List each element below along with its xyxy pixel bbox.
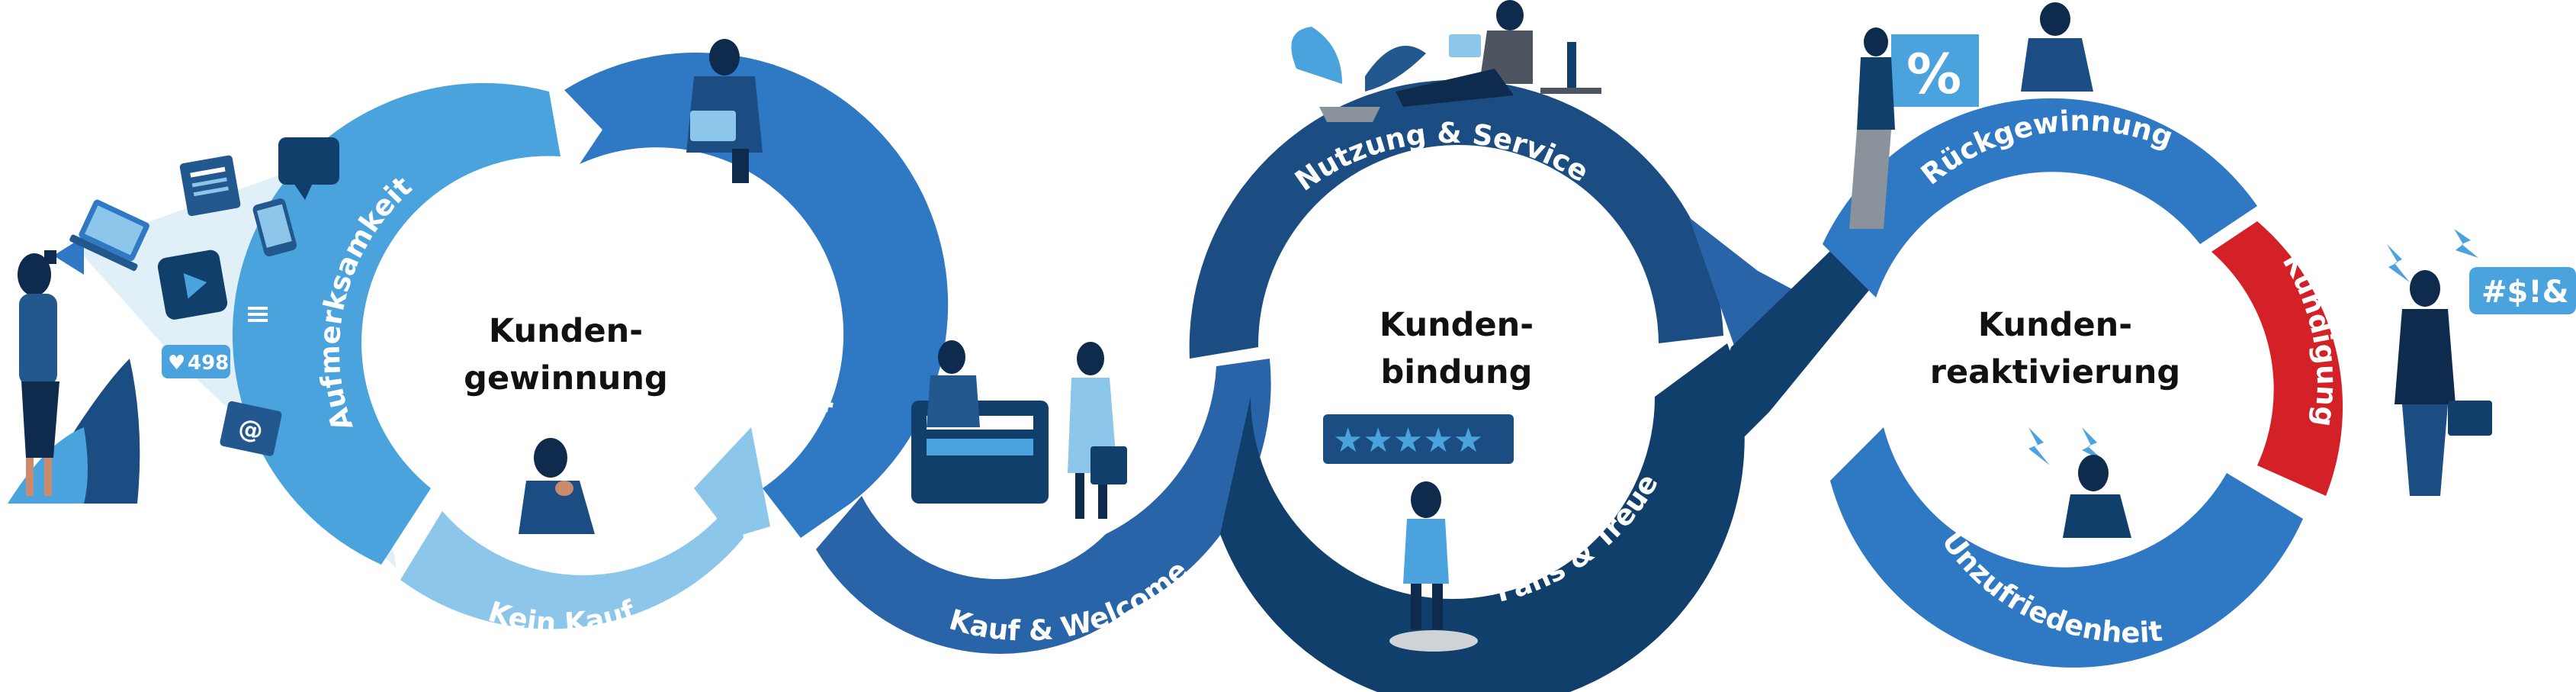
percent-box-icon: % xyxy=(1891,34,1979,107)
like-heart-icon: ♥ xyxy=(168,352,185,375)
newspaper-icon xyxy=(179,155,241,217)
segment-kauf-welcome xyxy=(816,359,1271,654)
segment-nutzung-service xyxy=(1189,79,1723,359)
laptop-icon xyxy=(69,199,149,272)
relaxing-scene xyxy=(1291,0,1601,122)
segment-unzufriedenheit xyxy=(1830,427,2303,668)
list-icon xyxy=(238,295,278,334)
cycle-title-kundenreaktivierung-line1: Kunden- xyxy=(1978,306,2132,344)
chat-bubble-icon xyxy=(278,137,339,200)
segment-kein-kauf xyxy=(400,496,744,629)
segment-rueckgewinnung xyxy=(1823,98,2257,298)
shopping-bag-icon xyxy=(1090,446,1127,484)
potted-plant-icon xyxy=(1291,27,1426,122)
rating-person: ★★★★★ xyxy=(1323,414,1514,652)
person-thinking xyxy=(519,438,595,534)
cycle-title-kundengewinnung-line1: Kunden- xyxy=(489,312,643,350)
segment-fans-treue xyxy=(1220,343,1745,692)
like-badge: ♥ 498 xyxy=(162,345,230,378)
cycle-title-kundengewinnung-line2: gewinnung xyxy=(464,359,668,397)
segment-aufmerksamkeit xyxy=(232,82,560,565)
purchase-scene xyxy=(911,340,1127,519)
cycle-kundengewinnung: Aufmerksamkeit Interesse & Trust Kein Ka… xyxy=(76,52,949,639)
lightning-icon xyxy=(2028,427,2105,465)
segment-kuendigung xyxy=(2211,221,2343,496)
cycle-kundenbindung: Kauf & Welcome Nutzung & Service Fans & … xyxy=(816,79,1891,692)
angry-speech-bubble: #$!& xyxy=(2469,267,2576,314)
email-icon: @ xyxy=(220,401,282,456)
angry-symbols: #$!& xyxy=(2481,275,2568,310)
percent-sign: % xyxy=(1906,42,1961,106)
cycle-kundenreaktivierung: Rückgewinnung Kündigung Unzufriedenheit … xyxy=(1823,98,2343,668)
at-sign: @ xyxy=(236,413,265,446)
rating-stars-icon xyxy=(1323,414,1514,464)
person-megaphone-woman xyxy=(8,237,140,504)
smartphone-icon xyxy=(252,198,297,257)
percent-scene: % xyxy=(1849,2,2093,229)
cycle-title-kundenbindung-line1: Kunden- xyxy=(1380,306,1534,344)
person-laptop-top xyxy=(686,39,763,183)
angry-businessman: #$!& xyxy=(2387,229,2576,496)
segment-kein-kauf-tip xyxy=(694,427,770,538)
stressed-person xyxy=(2028,427,2131,538)
lightning-icon xyxy=(2387,244,2410,282)
megaphone-icon xyxy=(44,237,84,275)
cycle-title-kundenbindung-line2: bindung xyxy=(1381,353,1533,391)
segment-interesse-trust xyxy=(564,52,949,538)
briefcase-icon xyxy=(2448,401,2492,436)
video-play-icon xyxy=(157,249,228,320)
cycle-title-kundenreaktivierung-line2: reaktivierung xyxy=(1930,353,2180,391)
svg-text:★★★★★: ★★★★★ xyxy=(1333,421,1483,460)
crossing-stripe-lower xyxy=(1685,229,1891,496)
likes-count: 498 xyxy=(188,352,229,375)
